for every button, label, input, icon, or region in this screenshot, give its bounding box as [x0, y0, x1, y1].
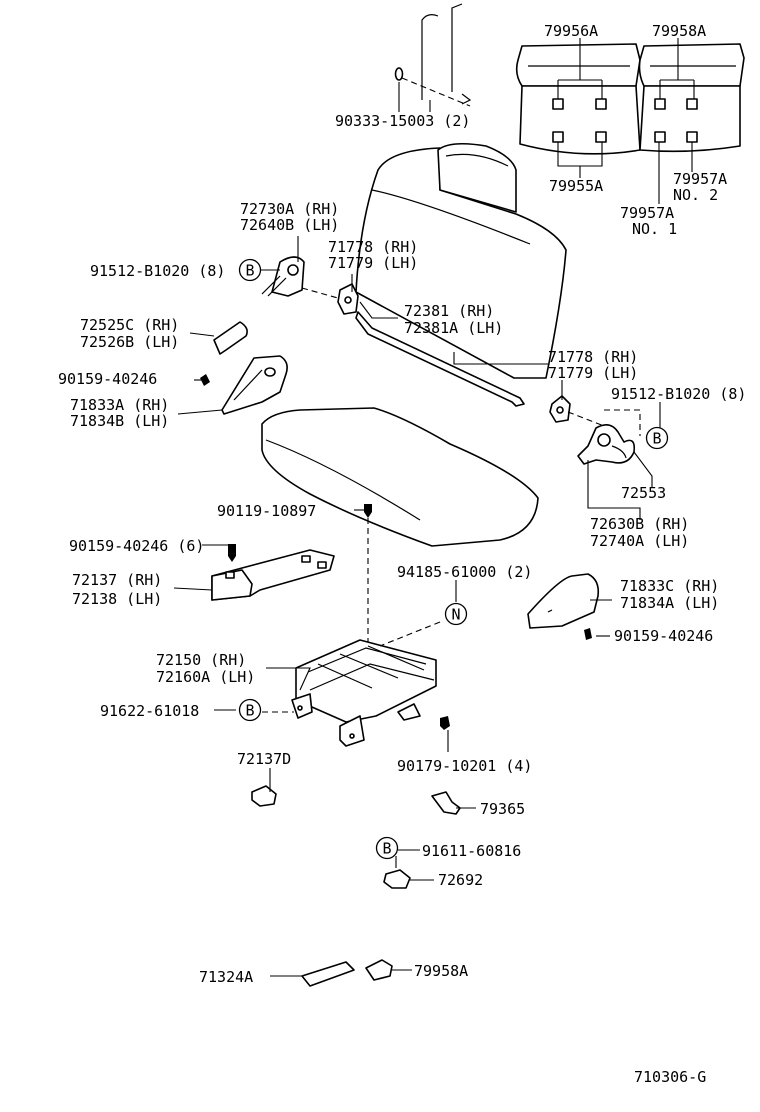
bracket-79365-illustration [431, 791, 461, 815]
svg-text:B: B [245, 702, 254, 720]
callout-b-bottom: B [375, 836, 399, 860]
label-90119: 90119-10897 [217, 502, 316, 520]
label-72137D: 72137D [237, 750, 291, 768]
label-79957A-2: 79957A [673, 170, 727, 188]
callout-n: N [444, 602, 468, 626]
svg-text:B: B [652, 430, 661, 448]
side-cover-71833A-illustration [221, 355, 288, 415]
label-71779-right: 71779 (LH) [548, 364, 638, 382]
label-72525C: 72525C (RH) [80, 316, 179, 334]
clip-72137D-illustration [251, 785, 277, 807]
svg-text:B: B [382, 840, 391, 858]
bolt-90179-illustration [440, 716, 450, 730]
label-79955A: 79955A [549, 177, 603, 195]
label-91622: 91622-61018 [100, 702, 199, 720]
label-71834A: 71834A (LH) [620, 594, 719, 612]
label-71324A: 71324A [199, 968, 253, 986]
part-labels: 79956A 79958A 90333-15003 (2) 79955A 799… [58, 22, 746, 1086]
cable-72381-illustration [355, 311, 525, 407]
diagram-id: 710306-G [634, 1068, 706, 1086]
lever-72525C-illustration [213, 321, 248, 355]
callout-b-right: B [645, 426, 669, 450]
label-71778-top: 71778 (RH) [328, 238, 418, 256]
hinge-cover-71778-right-illustration [549, 395, 571, 423]
recliner-72630B-illustration [577, 424, 636, 465]
label-no2: NO. 2 [673, 186, 718, 204]
label-72692: 72692 [438, 871, 483, 889]
label-72138: 72138 (LH) [72, 590, 162, 608]
label-79956A: 79956A [544, 22, 598, 40]
label-72381: 72381 (RH) [404, 302, 494, 320]
label-72630B: 72630B (RH) [590, 515, 689, 533]
clip-90333-illustration [394, 67, 404, 81]
label-72553: 72553 [621, 484, 666, 502]
cover-clips [552, 98, 698, 143]
seat-rail-72137-illustration [211, 549, 335, 601]
hinge-cover-71778-illustration [337, 283, 359, 315]
recliner-72730A-illustration [261, 256, 305, 297]
label-79365: 79365 [480, 800, 525, 818]
headrest-post-lines [401, 3, 472, 107]
label-71779-top: 71779 (LH) [328, 254, 418, 272]
label-71833C: 71833C (RH) [620, 577, 719, 595]
bolt-90159-c-illustration [584, 628, 592, 640]
seat-cover-outline-illustration [515, 43, 745, 155]
label-72640B: 72640B (LH) [240, 216, 339, 234]
label-91611: 91611-60816 [422, 842, 521, 860]
bolt-90119-illustration [364, 504, 372, 518]
cover-clip-leaders [557, 38, 695, 204]
label-72137: 72137 (RH) [72, 571, 162, 589]
label-71778-right: 71778 (RH) [548, 348, 638, 366]
seat-cushion-illustration [261, 407, 539, 547]
callout-b-rail: B [238, 698, 262, 722]
svg-text:B: B [245, 262, 254, 280]
label-90159-a: 90159-40246 [58, 370, 157, 388]
label-72730A: 72730A (RH) [240, 200, 339, 218]
bolt-90159-6-illustration [228, 544, 236, 562]
label-71833A: 71833A (RH) [70, 396, 169, 414]
seat-back-illustration [355, 142, 567, 379]
label-72150: 72150 (RH) [156, 651, 246, 669]
cap-79958A-illustration [365, 959, 393, 981]
side-cover-71833C-illustration [527, 573, 600, 629]
label-72740A: 72740A (LH) [590, 532, 689, 550]
label-79957A-1: 79957A [620, 204, 674, 222]
label-90179: 90179-10201 (4) [397, 757, 532, 775]
label-94185: 94185-61000 (2) [397, 563, 532, 581]
callout-b-left: B [238, 258, 262, 282]
label-90333: 90333-15003 (2) [335, 112, 470, 130]
svg-text:N: N [451, 606, 460, 624]
strap-71324A-illustration [301, 961, 355, 987]
label-71834B: 71834B (LH) [70, 412, 169, 430]
label-79958A-top: 79958A [652, 22, 706, 40]
label-79958A-bottom: 79958A [414, 962, 468, 980]
label-72160A: 72160A (LH) [156, 668, 255, 686]
label-90159-c: 90159-40246 [614, 627, 713, 645]
label-72526B: 72526B (LH) [80, 333, 179, 351]
label-90159-6: 90159-40246 (6) [69, 537, 204, 555]
nut-72692-illustration [383, 869, 411, 889]
leader-lines [173, 236, 661, 977]
label-no1: NO. 1 [632, 220, 677, 238]
label-91512-right: 91512-B1020 (8) [611, 385, 746, 403]
seat-adjuster-72150-illustration [291, 639, 437, 747]
label-72381A: 72381A (LH) [404, 319, 503, 337]
bolt-90159-a-illustration [200, 374, 210, 386]
label-91512-left: 91512-B1020 (8) [90, 262, 225, 280]
